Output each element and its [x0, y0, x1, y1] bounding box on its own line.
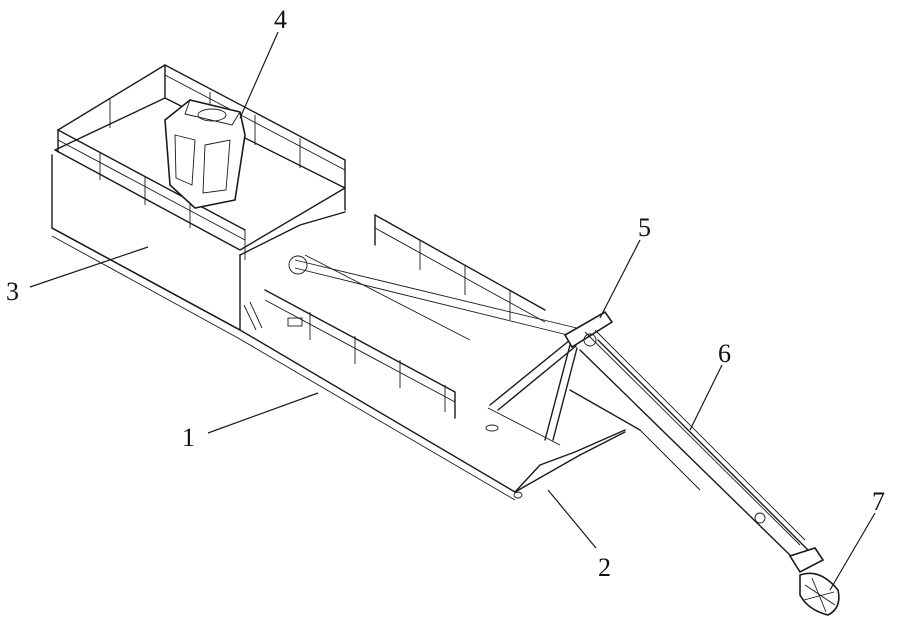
label-4: 4	[274, 5, 287, 34]
middle-deck	[239, 211, 586, 419]
operator-cabin	[164, 99, 246, 209]
ladder-boom	[569, 329, 809, 561]
label-1: 1	[182, 423, 195, 452]
label-7: 7	[872, 487, 885, 516]
rear-railing	[57, 64, 346, 260]
leader-lines	[29, 31, 876, 591]
cutter-head	[788, 547, 840, 616]
a-frame-gantry	[489, 310, 614, 441]
label-2: 2	[598, 553, 611, 582]
label-6: 6	[718, 339, 731, 368]
label-3: 3	[6, 277, 19, 306]
hull	[51, 97, 626, 501]
label-5: 5	[638, 213, 651, 242]
